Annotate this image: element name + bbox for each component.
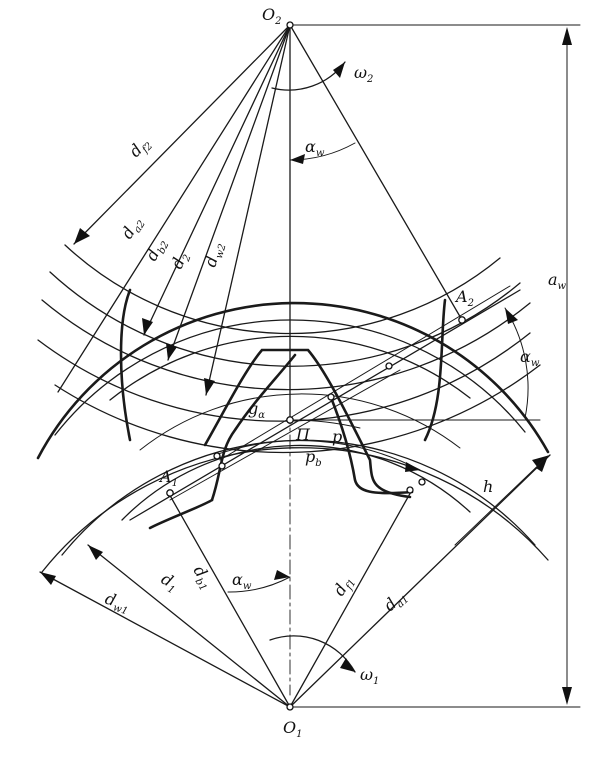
gear1-outer-circle (41, 447, 549, 573)
o2-a2-line (289, 24, 463, 321)
label-h: h (483, 477, 493, 496)
label-d1: d1 (157, 569, 182, 596)
omega1-arrow (340, 658, 355, 672)
gear2-left-tooth (119, 288, 132, 442)
line-of-action (129, 289, 521, 521)
contact-point-5 (406, 486, 414, 494)
d1-arrow (88, 545, 103, 560)
gear1-radial-lines (39, 454, 551, 708)
gear2-working-circle (54, 364, 541, 454)
label-da2: da2 (117, 213, 148, 244)
o1-point (286, 703, 294, 711)
label-pitch-point: П (295, 425, 311, 444)
d1-line (87, 544, 291, 708)
gear2-center-tooth (203, 348, 412, 499)
da2-line (57, 24, 291, 393)
label-omega2: ω2 (354, 63, 373, 85)
a2-point (458, 316, 466, 324)
db2-line (143, 24, 291, 336)
label-db1: db1 (187, 562, 218, 593)
gear1-root-circle (139, 393, 461, 451)
label-da1: da1 (380, 586, 411, 617)
label-alpha-w-right: αw (520, 347, 540, 369)
gear2-right-tooth (423, 298, 447, 442)
gear1-right-flank (328, 393, 414, 495)
gear2-tip-circle (49, 271, 521, 367)
gear1-left-flank (148, 498, 214, 530)
labels: O2 O1 ω2 ω1 αw αw αw aw df2 da2 db2 d2 d… (102, 5, 567, 740)
contact-point-1 (213, 452, 221, 460)
gear2-circles (37, 244, 541, 454)
a1-point (166, 489, 174, 497)
tooth-profiles (119, 288, 447, 530)
label-a2: A2 (454, 287, 474, 309)
label-db2: db2 (142, 235, 172, 265)
label-omega1: ω1 (360, 665, 379, 687)
dw2-line (205, 24, 291, 396)
gear1-base-circle (121, 444, 471, 521)
dw2-arrow (204, 378, 215, 395)
alpha-bottom-arrow (274, 570, 290, 580)
label-alpha-w-bottom: αw (232, 570, 252, 592)
aw-arrow-bottom (562, 687, 572, 705)
contact-line-2 (169, 369, 401, 501)
gear1-center-tooth-left (210, 353, 297, 502)
d2-arrow (166, 343, 177, 360)
gear2-root-circle (64, 244, 501, 335)
label-alpha-w-top: αw (305, 137, 325, 159)
contact-point-3 (327, 393, 335, 401)
label-aw: aw (548, 270, 567, 292)
label-pb: pb (305, 447, 322, 469)
alpha-bottom-arc (227, 576, 291, 593)
contact-point-2 (218, 462, 226, 470)
contact-point-4 (385, 362, 393, 370)
label-dw1: dw1 (102, 589, 133, 618)
omega2-arc (271, 61, 346, 91)
alpha-right-arrow (505, 308, 518, 324)
alpha-top-arrow (290, 154, 305, 164)
pb-arrow (405, 462, 420, 472)
dw1-arrow (40, 572, 56, 585)
contact-point-6 (418, 478, 426, 486)
label-o1: O1 (283, 718, 303, 740)
df2-arrow (74, 228, 90, 244)
gear2-base-circle (41, 299, 531, 391)
omega2-arrow (333, 62, 345, 78)
db2-arrow (142, 318, 153, 335)
label-p: p (332, 427, 342, 446)
o2-point (286, 21, 294, 29)
h-arrow (536, 456, 548, 472)
df2-line (73, 24, 291, 245)
label-df2: df2 (125, 133, 155, 163)
gear1-pitch-circle-upper (54, 319, 526, 436)
da1-line (289, 454, 551, 708)
label-a1: A1 (158, 467, 178, 489)
pitch-point (286, 416, 294, 424)
label-df1: df1 (329, 572, 358, 601)
label-o2: O2 (262, 5, 282, 27)
d2-line (167, 24, 291, 361)
h-dimension (454, 455, 549, 546)
aw-arrow-top (562, 27, 572, 45)
label-ga: gα (248, 399, 265, 421)
df1-line (289, 489, 413, 708)
db1-line (167, 491, 291, 708)
dw1-line (39, 571, 291, 708)
gear1-tip-outline (36, 301, 550, 460)
label-d2: d2 (167, 249, 194, 273)
line-of-action-parallel (219, 285, 511, 461)
label-dw2: dw2 (201, 240, 229, 270)
gear2-radial-lines (57, 24, 463, 421)
pb-arc (214, 440, 421, 471)
